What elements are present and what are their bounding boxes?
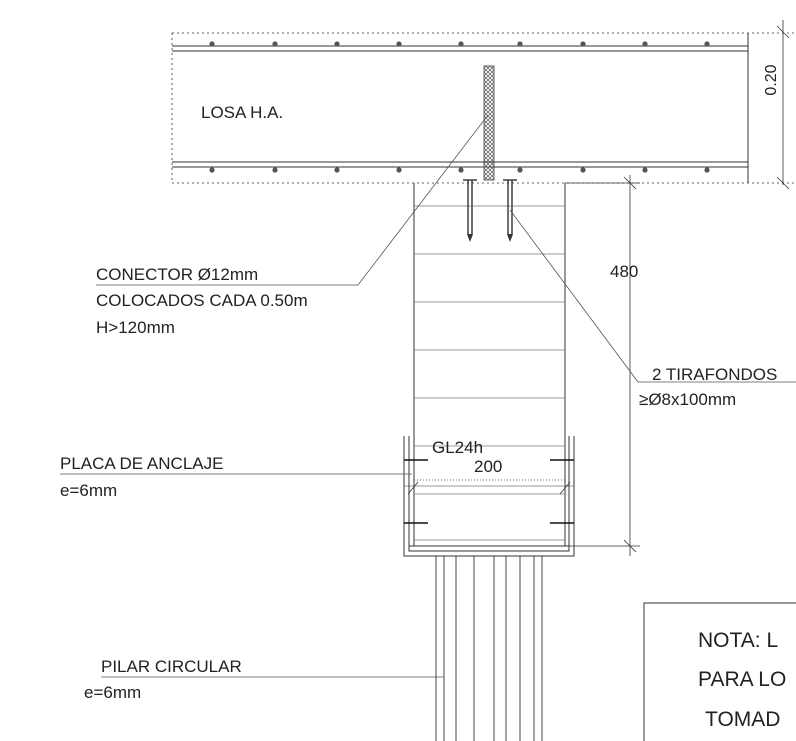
beam-width-label: 200	[474, 457, 502, 476]
beam-depth-text: 480	[610, 262, 638, 281]
screws-label-2: ≥Ø8x100mm	[639, 390, 736, 409]
slab-rebars-top	[209, 41, 710, 47]
anchor-plate	[403, 436, 575, 557]
note-line-2: PARA LO	[698, 668, 786, 691]
beam-material-label: GL24h	[432, 438, 483, 457]
beam-depth-dimension	[565, 175, 640, 556]
slab-thickness-text: 0.20	[763, 64, 780, 95]
glulam-beam	[413, 183, 566, 546]
lag-screw-tips	[467, 234, 513, 242]
anchor-bolts	[404, 459, 574, 524]
anchor-plate-label-2: e=6mm	[60, 481, 117, 500]
slab-label: LOSA H.A.	[201, 103, 283, 122]
connector-leader	[96, 114, 489, 286]
slab-rebars-bottom	[209, 167, 710, 173]
note-box	[643, 602, 796, 741]
connector-label-3: H>120mm	[96, 318, 175, 337]
connector-label-1: CONECTOR Ø12mm	[96, 265, 258, 284]
screws-leader	[509, 209, 796, 383]
note-line-1: NOTA: L	[698, 629, 778, 652]
leader-lines	[60, 114, 796, 678]
column-label-1: PILAR CIRCULAR	[101, 657, 242, 676]
lag-screws	[463, 179, 517, 234]
plate-section-marks	[404, 479, 574, 495]
connector-label-2: COLOCADOS CADA 0.50m	[96, 291, 308, 310]
note-line-3: TOMAD	[705, 708, 780, 731]
anchor-plate-label-1: PLACA DE ANCLAJE	[60, 454, 223, 473]
connector-stud	[483, 65, 495, 181]
screws-label-1: 2 TIRAFONDOS	[652, 365, 777, 384]
slab-thickness-dimension	[776, 20, 790, 190]
column-label-2: e=6mm	[84, 683, 141, 702]
circular-column	[435, 556, 543, 741]
